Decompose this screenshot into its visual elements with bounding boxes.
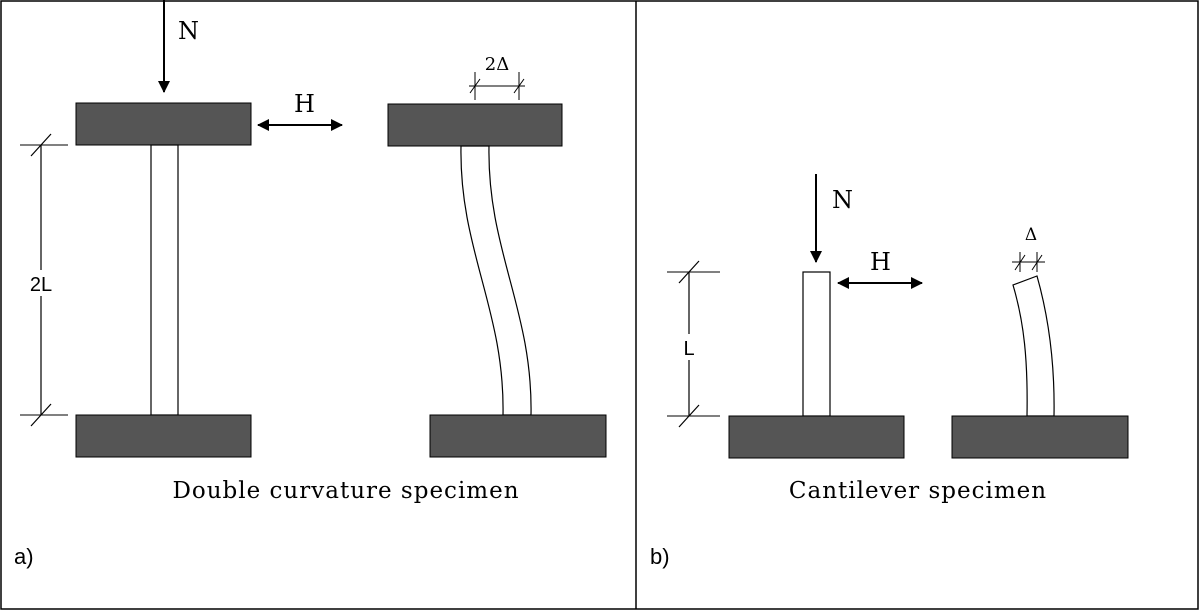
double-curvature-undeformed	[75, 102, 252, 458]
deformed-column	[460, 145, 532, 416]
axial-load-label-b: N	[832, 186, 853, 214]
height-label: 2L	[30, 274, 52, 296]
height-dimension: 2L	[20, 133, 68, 427]
panel-letter: a)	[14, 544, 34, 569]
bottom-block	[75, 414, 252, 458]
column	[150, 144, 179, 416]
cantilever-undeformed	[728, 271, 905, 459]
cantilever-base	[728, 415, 905, 459]
bottom-block-deformed	[429, 414, 607, 458]
cantilever-deformed	[951, 275, 1129, 459]
top-block	[75, 102, 252, 146]
double-curvature-deformed	[387, 103, 607, 458]
horizontal-load-label-b: H	[870, 248, 891, 276]
axial-load-label: N	[178, 17, 199, 45]
panel-a: N H 2L 2Δ Double curva	[14, 0, 607, 569]
panel-b: N H L Δ Cantilever specimen	[650, 174, 1129, 569]
height-label-b: L	[683, 338, 694, 360]
displacement-dimension-b: Δ	[1012, 225, 1045, 272]
panel-letter-b: b)	[650, 544, 670, 569]
displacement-label-b: Δ	[1025, 225, 1037, 245]
top-block-deformed	[387, 103, 563, 147]
cantilever-column	[802, 271, 831, 417]
cantilever-base-deformed	[951, 415, 1129, 459]
panel-caption: Double curvature specimen	[172, 478, 519, 504]
displacement-dimension: 2Δ	[469, 54, 525, 100]
cantilever-deformed-column	[1012, 275, 1055, 417]
panel-caption-b: Cantilever specimen	[789, 478, 1047, 504]
horizontal-load-label: H	[294, 90, 315, 118]
displacement-label: 2Δ	[485, 54, 509, 75]
height-dimension-b: L	[667, 260, 720, 428]
